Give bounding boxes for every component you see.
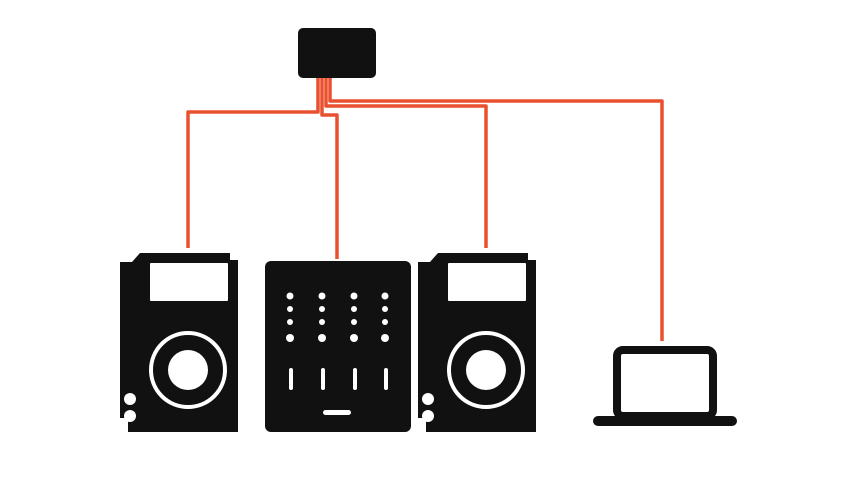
mixer-knob — [286, 292, 294, 300]
mixer-knob — [319, 306, 325, 312]
network-hub-icon — [298, 28, 376, 78]
mixer-knob — [381, 292, 389, 300]
mixer-knob — [318, 292, 326, 300]
laptop-icon — [593, 346, 737, 426]
cable-player-right — [324, 76, 488, 248]
mixer-knob — [382, 306, 388, 312]
cdj-player-icon — [120, 253, 247, 432]
mixer-knob — [287, 319, 293, 325]
jog-wheel — [149, 331, 227, 409]
pitch-fader — [541, 370, 545, 402]
jog-wheel-center — [168, 350, 208, 390]
mixer-crossfader — [323, 410, 351, 415]
laptop-screen — [613, 346, 717, 420]
jog-wheel — [447, 331, 525, 409]
cable-player-left — [186, 76, 320, 248]
cdj-player-icon — [418, 253, 545, 432]
mixer-knob — [350, 292, 358, 300]
pitch-fader — [243, 370, 247, 402]
mixer-knob — [351, 306, 357, 312]
mixer-knob — [286, 334, 294, 342]
cable-mixer — [320, 76, 339, 259]
cables — [186, 76, 664, 341]
jog-wheel-center — [466, 350, 506, 390]
mixer-knob — [350, 334, 358, 342]
cable-laptop — [328, 76, 664, 341]
player-display — [150, 263, 228, 301]
play-button — [124, 410, 136, 422]
play-button — [422, 410, 434, 422]
mixer-knobs — [286, 292, 389, 342]
mixer-knob — [382, 319, 388, 325]
dj-mixer-icon — [265, 261, 411, 432]
mixer-knob — [318, 334, 326, 342]
player-display — [448, 263, 526, 301]
cue-button — [124, 393, 136, 405]
mixer-knob — [351, 319, 357, 325]
laptop-base — [593, 416, 737, 426]
cue-button — [422, 393, 434, 405]
mixer-knob — [287, 306, 293, 312]
mixer-knob — [381, 334, 389, 342]
mixer-knob — [319, 319, 325, 325]
mixer-channel-faders — [289, 368, 388, 390]
